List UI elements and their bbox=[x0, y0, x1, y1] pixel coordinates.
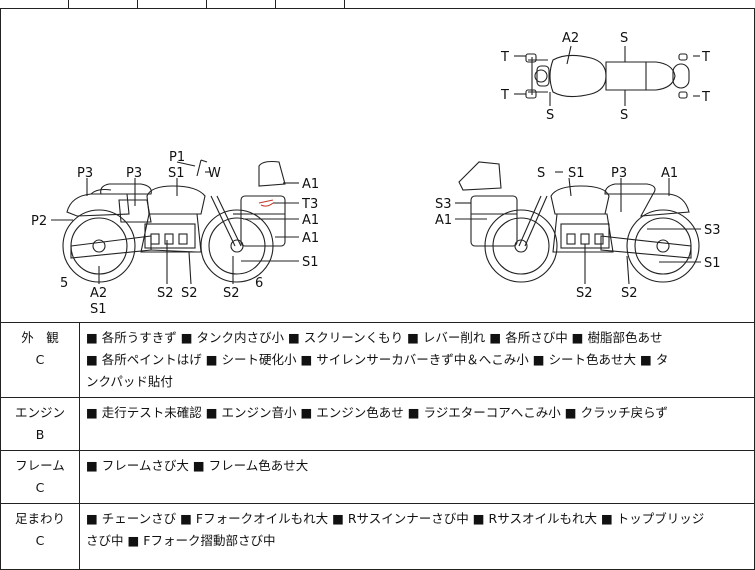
label-left-a2: A2 bbox=[90, 286, 107, 301]
note-line: ■ 走行テスト未確認 ■ エンジン音小 ■ エンジン色あせ ■ ラジエターコアへ… bbox=[86, 405, 668, 420]
label-left-p3: P3 bbox=[77, 166, 93, 181]
column-divider bbox=[68, 0, 69, 8]
label-right-s1: S1 bbox=[568, 166, 585, 181]
notes-cell: ■ フレームさび大 ■ フレーム色あせ大 bbox=[79, 450, 755, 504]
label-top-s: S bbox=[546, 108, 554, 123]
column-divider bbox=[344, 0, 345, 8]
label-right-a1: A1 bbox=[661, 166, 678, 181]
category-name: フレーム bbox=[15, 458, 65, 473]
note-line: ■ フレームさび大 ■ フレーム色あせ大 bbox=[86, 458, 309, 473]
label-right-s: S bbox=[537, 166, 545, 181]
label-top-t: T bbox=[500, 50, 509, 65]
label-left-s2: S2 bbox=[181, 286, 198, 301]
label-right-a1: A1 bbox=[435, 213, 452, 228]
label-left-s2: S2 bbox=[157, 286, 174, 301]
label-left-s2: S2 bbox=[223, 286, 240, 301]
label-right-p3: P3 bbox=[611, 166, 627, 181]
category-grade: C bbox=[35, 352, 45, 367]
category-cell: 足まわり C bbox=[0, 503, 80, 570]
label-left-p1: P1 bbox=[169, 150, 185, 165]
column-divider bbox=[206, 0, 207, 8]
category-grade: C bbox=[35, 533, 45, 548]
motorcycle-diagram-svg: A2 S T T T T S S P1 W P3 P3 S1 A1 T3 A1 … bbox=[31, 31, 721, 317]
label-left-6: 6 bbox=[255, 276, 263, 291]
label-right-s2: S2 bbox=[576, 286, 593, 301]
label-left-a1: A1 bbox=[302, 231, 319, 246]
label-left-s1: S1 bbox=[168, 166, 185, 181]
motorcycle-right-view bbox=[455, 161, 701, 285]
label-right-s2: S2 bbox=[621, 286, 638, 301]
label-right-s3: S3 bbox=[435, 197, 452, 212]
notes-row-frame: フレーム C ■ フレームさび大 ■ フレーム色あせ大 bbox=[0, 450, 755, 504]
label-top-t: T bbox=[500, 88, 509, 103]
label-left-5: 5 bbox=[60, 276, 68, 291]
notes-cell: ■ チェーンさび ■ Fフォークオイルもれ大 ■ Rサスインナーさび中 ■ Rサ… bbox=[79, 503, 755, 570]
condition-notes-table: 外 観 C ■ 各所うすきず ■ タンク内さび小 ■ スクリーンくもり ■ レバ… bbox=[0, 322, 755, 570]
note-line: ■ チェーンさび ■ Fフォークオイルもれ大 ■ Rサスインナーさび中 ■ Rサ… bbox=[86, 511, 705, 526]
notes-cell: ■ 走行テスト未確認 ■ エンジン音小 ■ エンジン色あせ ■ ラジエターコアへ… bbox=[79, 397, 755, 451]
label-top-a2: A2 bbox=[562, 31, 579, 46]
column-divider bbox=[275, 0, 276, 8]
label-left-a1: A1 bbox=[302, 213, 319, 228]
category-name: エンジン bbox=[14, 405, 65, 420]
label-left-p2: P2 bbox=[31, 214, 47, 229]
top-table-edge bbox=[0, 0, 755, 9]
category-name: 外 観 bbox=[21, 330, 59, 345]
label-left-p3: P3 bbox=[126, 166, 142, 181]
notes-cell: ■ 各所うすきず ■ タンク内さび小 ■ スクリーンくもり ■ レバー削れ ■ … bbox=[79, 322, 755, 398]
note-line: ■ 各所うすきず ■ タンク内さび小 ■ スクリーンくもり ■ レバー削れ ■ … bbox=[86, 330, 663, 345]
label-left-t3: T3 bbox=[301, 197, 318, 212]
label-right-s1: S1 bbox=[704, 256, 721, 271]
label-top-t: T bbox=[701, 50, 710, 65]
category-cell: エンジン B bbox=[0, 397, 80, 451]
category-grade: C bbox=[35, 480, 45, 495]
label-top-s: S bbox=[620, 31, 628, 46]
note-line: ンクパッド貼付 bbox=[86, 374, 173, 389]
category-cell: フレーム C bbox=[0, 450, 80, 504]
notes-row-exterior: 外 観 C ■ 各所うすきず ■ タンク内さび小 ■ スクリーンくもり ■ レバ… bbox=[0, 322, 755, 398]
label-left-a1: A1 bbox=[302, 177, 319, 192]
category-name: 足まわり bbox=[14, 511, 65, 526]
note-line: さび中 ■ Fフォーク摺動部さび中 bbox=[86, 533, 276, 548]
label-right-s3: S3 bbox=[704, 223, 721, 238]
diagram-labels: A2 S T T T T S S P1 W P3 P3 S1 A1 T3 A1 … bbox=[31, 31, 721, 317]
notes-row-engine: エンジン B ■ 走行テスト未確認 ■ エンジン音小 ■ エンジン色あせ ■ ラ… bbox=[0, 397, 755, 451]
label-top-t: T bbox=[701, 90, 710, 105]
motorcycle-top-view bbox=[514, 45, 700, 106]
damage-diagram: A2 S T T T T S S P1 W P3 P3 S1 A1 T3 A1 … bbox=[0, 9, 755, 322]
label-left-s1: S1 bbox=[302, 255, 319, 270]
category-grade: B bbox=[35, 427, 45, 442]
label-top-s: S bbox=[620, 108, 628, 123]
notes-row-suspension: 足まわり C ■ チェーンさび ■ Fフォークオイルもれ大 ■ Rサスインナーさ… bbox=[0, 503, 755, 570]
label-left-w: W bbox=[208, 166, 221, 181]
label-left-s1: S1 bbox=[90, 302, 107, 317]
motorcycle-left-view bbox=[51, 159, 299, 285]
column-divider bbox=[137, 0, 138, 8]
category-cell: 外 観 C bbox=[0, 322, 80, 398]
note-line: ■ 各所ペイントはげ ■ シート硬化小 ■ サイレンサーカバーきず中＆へこみ小 … bbox=[86, 352, 669, 367]
